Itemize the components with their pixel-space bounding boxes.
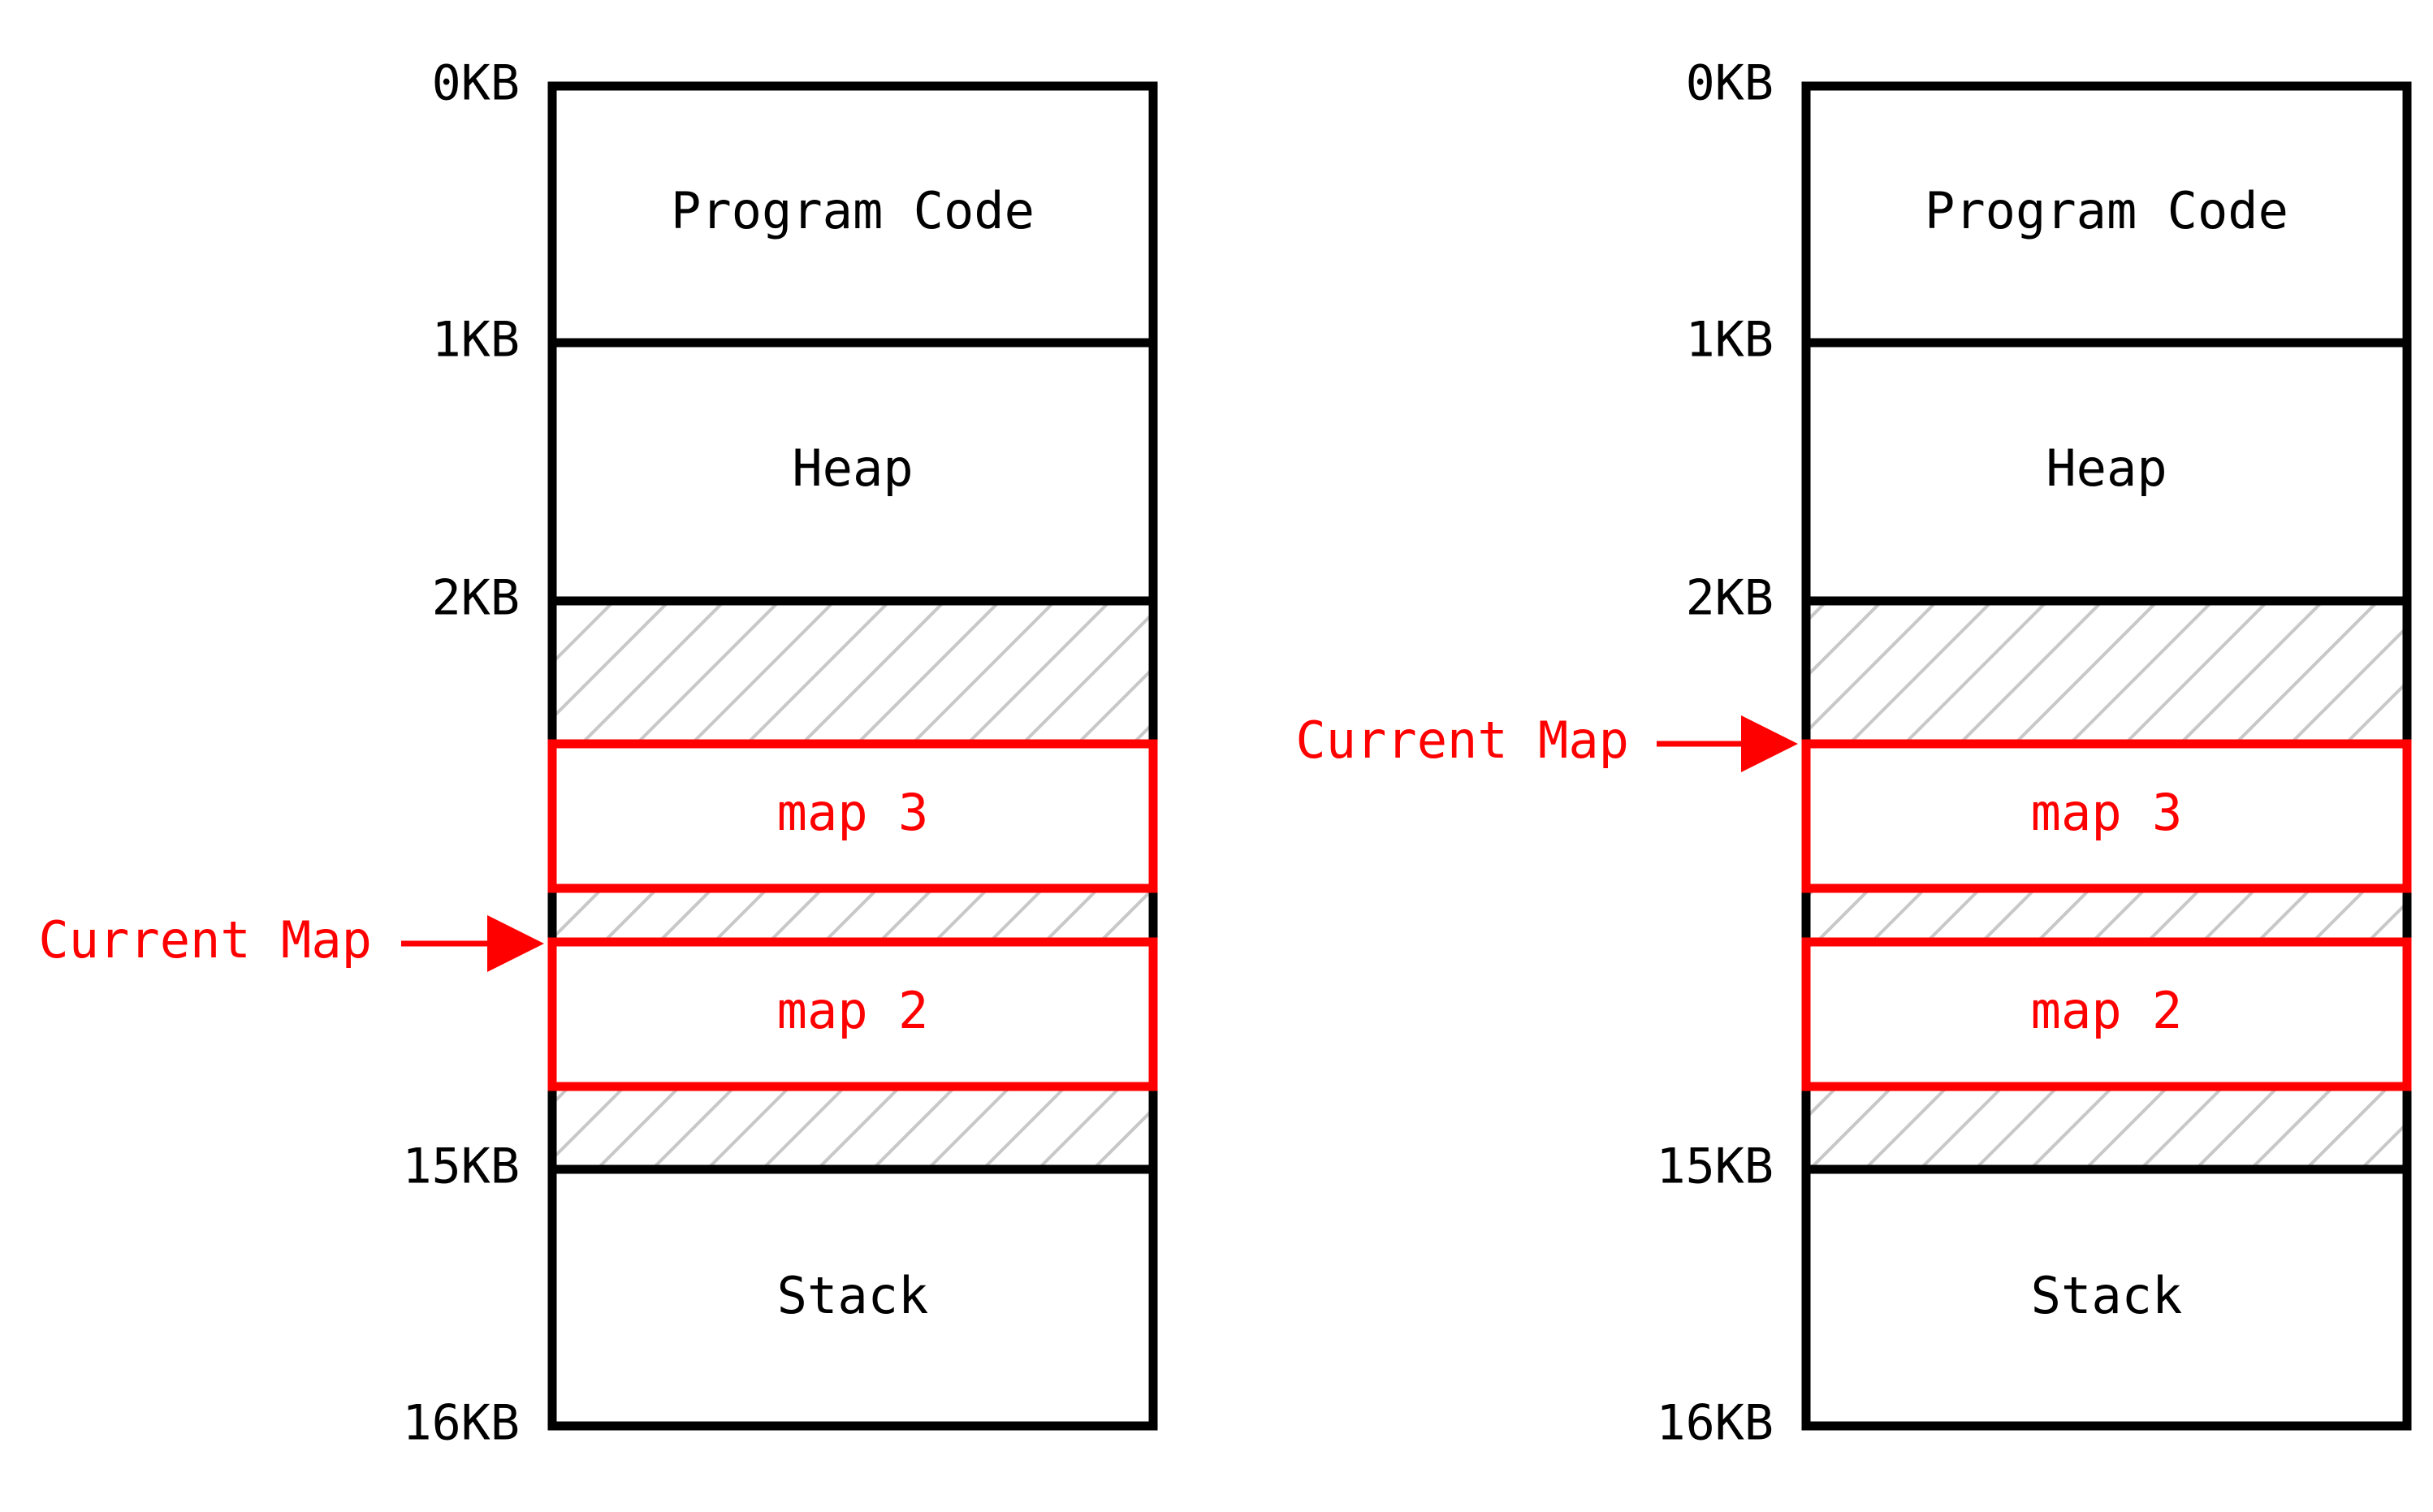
current-map-label: Current Map [38, 910, 372, 970]
map-2-region [547, 937, 1158, 1091]
stack-label: Stack [777, 1266, 929, 1325]
address-label-2kb: 2KB [1686, 570, 1774, 627]
map-3-label: map 3 [2031, 783, 2183, 842]
right-memory-diagram: Program Code Heap Stack map 3 map 2 0KB … [1295, 55, 2412, 1452]
map-2-label: map 2 [777, 981, 929, 1040]
map-3-label: map 3 [777, 783, 929, 842]
heap-segment [1801, 338, 2412, 606]
map-3-region [547, 739, 1158, 893]
heap-segment [547, 338, 1158, 606]
address-label-16kb: 16KB [1657, 1395, 1774, 1452]
address-label-16kb: 16KB [403, 1395, 521, 1452]
stack-label: Stack [2031, 1266, 2183, 1325]
map-2-label: map 2 [2031, 981, 2183, 1040]
stack-segment [1801, 1164, 2412, 1431]
stack-segment [547, 1164, 1158, 1431]
address-label-15kb: 15KB [1657, 1138, 1774, 1195]
address-label-1kb: 1KB [1686, 312, 1774, 369]
heap-label: Heap [792, 438, 913, 498]
address-label-2kb: 2KB [432, 570, 520, 627]
program-code-segment [1801, 81, 2412, 348]
map-2-region [1801, 937, 2412, 1091]
heap-label: Heap [2046, 438, 2167, 498]
address-label-1kb: 1KB [432, 312, 520, 369]
program-code-segment [547, 81, 1158, 348]
address-label-15kb: 15KB [403, 1138, 521, 1195]
address-label-0kb: 0KB [432, 55, 520, 112]
address-label-0kb: 0KB [1686, 55, 1774, 112]
program-code-label: Program Code [671, 181, 1035, 240]
current-map-label: Current Map [1295, 711, 1629, 770]
program-code-label: Program Code [1925, 181, 2288, 240]
map-3-region [1801, 739, 2412, 893]
left-memory-diagram: Program Code Heap Stack map 3 map 2 0KB … [38, 55, 1158, 1452]
